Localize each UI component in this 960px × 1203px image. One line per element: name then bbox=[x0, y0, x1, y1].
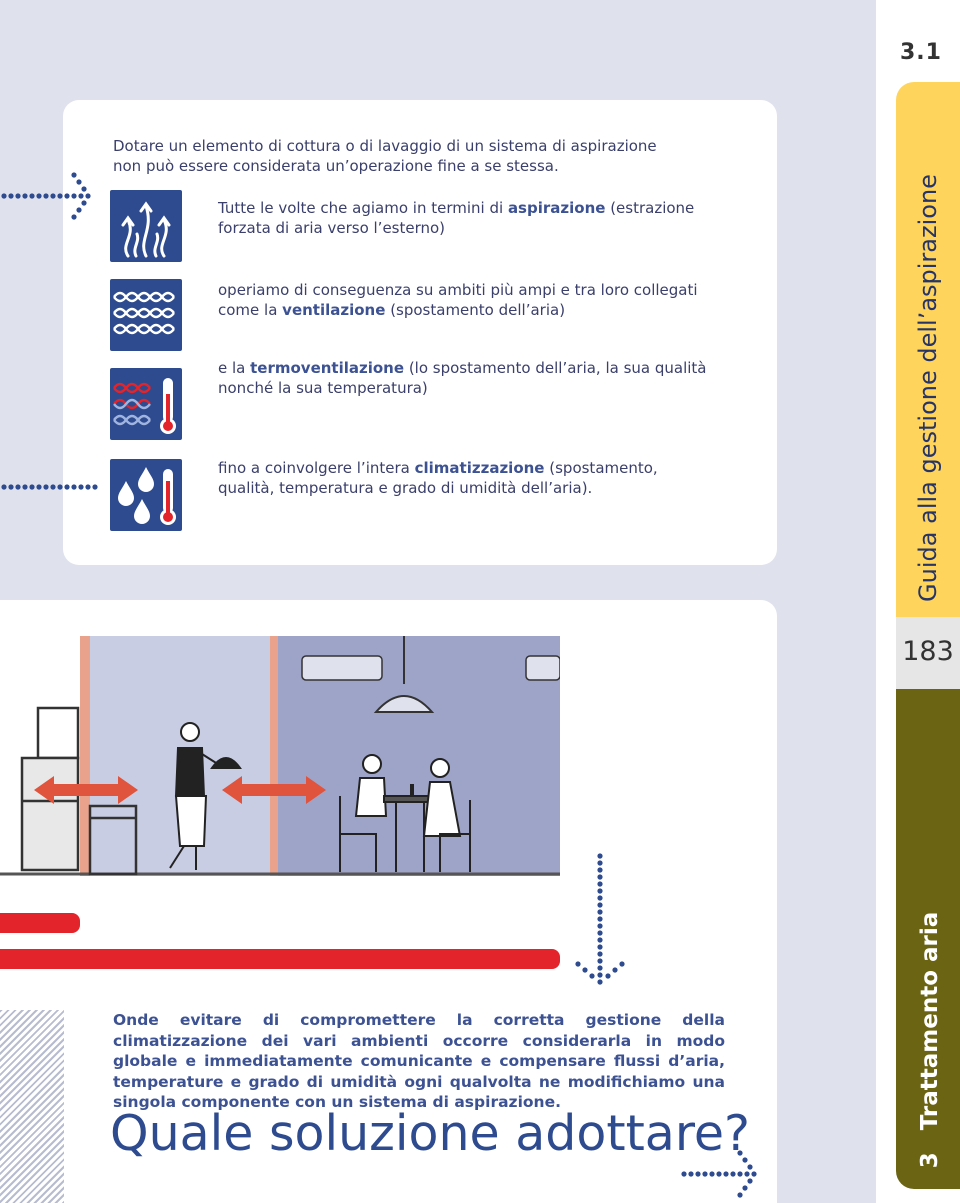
keyword: ventilazione bbox=[282, 301, 386, 319]
arrows-up-icon bbox=[110, 190, 182, 262]
wave-mesh-icon bbox=[110, 279, 182, 351]
section-number: 3.1 bbox=[900, 40, 942, 65]
dotted-line-icon bbox=[1, 484, 98, 490]
dotted-down-arrow-icon bbox=[575, 853, 625, 985]
red-bar bbox=[0, 949, 560, 969]
chapter-tab bbox=[896, 689, 960, 1189]
restaurant-illustration bbox=[0, 636, 560, 876]
section-tab bbox=[896, 82, 960, 617]
page-number-box bbox=[896, 617, 960, 689]
drops-thermometer-icon bbox=[110, 459, 182, 531]
dotted-arrow-icon bbox=[1, 172, 91, 220]
section-title: Guida alla gestione dell’aspirazione bbox=[914, 174, 942, 602]
item-text: e la bbox=[218, 359, 251, 377]
mesh-thermometer-icon bbox=[110, 368, 182, 440]
intro-paragraph: Dotare un elemento di cottura o di lavag… bbox=[113, 137, 657, 175]
item-text: (lo spostamento dell’aria, la sua qualit… bbox=[218, 359, 707, 397]
chapter-number: 3 bbox=[917, 1152, 943, 1169]
closing-paragraph: Onde evitare di compromettere la corrett… bbox=[113, 1011, 725, 1111]
item-text: fino a coinvolgere l’intera bbox=[218, 459, 415, 477]
aspirazione-text: Tutte le volte che agiamo in termini di … bbox=[218, 198, 698, 238]
hatch-pattern bbox=[0, 1010, 64, 1203]
item-text: (spostamento dell’aria) bbox=[385, 301, 566, 319]
climatizzazione-text: fino a coinvolgere l’intera climatizzazi… bbox=[218, 458, 718, 498]
chapter-title: Trattamento aria bbox=[917, 911, 943, 1131]
item-text: Tutte le volte che agiamo in termini di bbox=[218, 199, 508, 217]
keyword: termoventilazione bbox=[250, 359, 405, 377]
intro-card bbox=[63, 100, 777, 565]
keyword: climatizzazione bbox=[414, 459, 545, 477]
question-heading: Quale soluzione adottare? bbox=[110, 1105, 751, 1162]
red-bar bbox=[0, 913, 80, 933]
item-text: operiamo di conseguenza su ambiti più am… bbox=[218, 281, 698, 319]
termoventilazione-text: e la termoventilazione (lo spostamento d… bbox=[218, 358, 708, 398]
chapter-label: 3 Trattamento aria bbox=[913, 890, 947, 1190]
item-text: (spostamento, qualità, temperatura e gra… bbox=[218, 459, 658, 497]
page-number: 183 bbox=[902, 636, 954, 667]
keyword: aspirazione bbox=[507, 199, 606, 217]
item-text: (estrazione forzata di aria verso l’este… bbox=[218, 199, 695, 237]
ventilazione-text: operiamo di conseguenza su ambiti più am… bbox=[218, 280, 708, 320]
dotted-arrow-icon bbox=[681, 1150, 757, 1198]
